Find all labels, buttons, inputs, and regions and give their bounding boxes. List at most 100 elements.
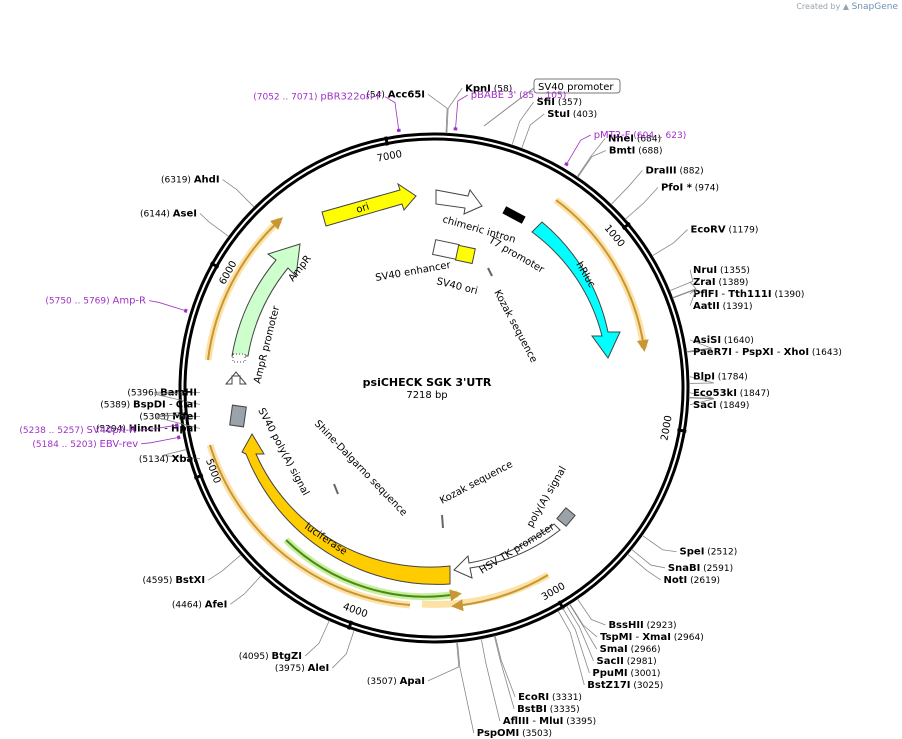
svg-text:BstBI (3335): BstBI (3335) [517, 704, 580, 715]
tick-7000 [384, 136, 389, 146]
site-alei[interactable]: (3975) AleI [275, 630, 355, 674]
svg-text:(5238 .. 5257) SV40pA-R: (5238 .. 5257) SV40pA-R [19, 425, 136, 436]
site-asei[interactable]: (6144) AseI [140, 208, 230, 237]
site-bstz17i[interactable]: BstZ17I (3025) [557, 610, 663, 691]
svg-text:BssHII (2923): BssHII (2923) [608, 620, 676, 631]
svg-text:NheI (684): NheI (684) [608, 133, 661, 144]
site-aatii[interactable]: AatII (1391) [672, 288, 753, 312]
features [224, 182, 621, 585]
site-ecorv[interactable]: EcoRV (1179) [651, 225, 758, 257]
site-tspmi[interactable]: TspMI - XmaI (2964) [569, 603, 704, 643]
feature-sv40-polya-box[interactable] [229, 404, 247, 428]
site-bspdi[interactable]: (5389) BspDI - ClaI [100, 393, 201, 410]
site-pspomi[interactable]: PspOMI (3503) [457, 641, 552, 739]
feature-ampr-promoter-arrow[interactable] [224, 371, 248, 385]
feature-shine-dalgarno-mark [333, 483, 339, 495]
site-eco53ki[interactable]: Eco53kI (1847) [688, 388, 770, 399]
primer-pbr322ori-f[interactable]: (7052 .. 7071) pBR322ori-F [253, 92, 401, 133]
svg-text:(5396) BamHI: (5396) BamHI [127, 387, 197, 398]
site-bmti[interactable]: BmtI (688) [577, 145, 663, 178]
site-bstxi[interactable]: (4595) BstXI [143, 554, 242, 586]
feature-ampr-arrow[interactable] [231, 243, 301, 357]
site-pfoi[interactable]: PfoI * (974) [624, 182, 719, 220]
site-acc65i[interactable]: (54) Acc65I [366, 89, 448, 134]
svg-text:PspOMI (3503): PspOMI (3503) [477, 728, 552, 739]
site-sfii[interactable]: SfiI (357) [511, 97, 582, 146]
svg-text:AflIII - MluI (3395): AflIII - MluI (3395) [503, 716, 596, 727]
primer-sites: pBABE 3' (85 .. 105) pMT2-F (604 .. 623) (… [19, 90, 686, 450]
feature-sv40-enhancer-box[interactable] [432, 239, 460, 260]
feature-luciferase-arrow[interactable] [241, 433, 451, 585]
site-hincii[interactable]: (5294) HincII - HpaI [96, 414, 201, 434]
site-nhei[interactable]: NheI (684) [576, 133, 661, 178]
site-spei[interactable]: SpeI (2512) [641, 534, 738, 558]
site-nrui[interactable]: NruI (1355) [669, 265, 750, 292]
svg-text:(5134) XbaI: (5134) XbaI [139, 454, 197, 465]
feature-t7-promoter-box[interactable] [502, 206, 526, 224]
sv40-promoter-label: SV40 promoter [538, 82, 614, 93]
svg-text:pMT2-F (604 .. 623): pMT2-F (604 .. 623) [594, 130, 687, 141]
snapgene-logo-icon: ▲ [842, 2, 850, 11]
site-paer7i[interactable]: PaeR7I - PspXI - XhoI (1643) [686, 347, 842, 358]
site-xbai[interactable]: (5134) XbaI [139, 449, 201, 465]
label-chimeric-intron: chimeric intron [441, 214, 517, 245]
plasmid-name: psiCHECK SGK 3'UTR [363, 376, 492, 389]
primer-ebv-rev[interactable]: (5184 .. 5203) EBV-rev [32, 435, 181, 450]
svg-text:PfoI * (974): PfoI * (974) [661, 182, 719, 193]
primer-pbabe-3[interactable]: pBABE 3' (85 .. 105) [453, 90, 567, 131]
site-asisi[interactable]: AsiSI (1640) [686, 335, 754, 353]
sv40-promoter-box [533, 78, 621, 94]
svg-text:(4095) BtgZI: (4095) BtgZI [239, 651, 302, 662]
site-snabi[interactable]: SnaBI (2591) [631, 548, 734, 574]
svg-text:(54) Acc65I: (54) Acc65I [366, 89, 425, 100]
feature-sv40-ori-box[interactable] [454, 244, 476, 265]
feature-kozak-1-mark [487, 267, 493, 277]
svg-text:(5294) HincII - HpaI: (5294) HincII - HpaI [96, 423, 197, 434]
feature-chimeric-intron-arrow[interactable] [435, 188, 483, 215]
feature-ori-arrow[interactable] [321, 182, 417, 227]
backbone-outer [178, 132, 690, 644]
svg-text:EcoRI (3331): EcoRI (3331) [518, 692, 582, 703]
feature-hrluc-arrow[interactable] [531, 221, 621, 359]
site-noti[interactable]: NotI (2619) [627, 553, 721, 586]
label-t7-promoter: T7 promoter [486, 235, 547, 276]
primer-amp-r[interactable]: (5750 .. 5769) Amp-R [45, 296, 188, 313]
tick-label-4000: 4000 [341, 602, 369, 621]
svg-text:SmaI (2966): SmaI (2966) [600, 644, 661, 655]
backbone-inner [183, 137, 685, 639]
site-ahdi[interactable]: (6319) AhdI [161, 175, 255, 208]
svg-text:(3507) ApaI: (3507) ApaI [367, 676, 425, 687]
site-blpi[interactable]: BlpI (1784) [688, 372, 748, 384]
svg-text:DraIII (882): DraIII (882) [645, 165, 703, 176]
site-afliii[interactable]: AflIII - MluI (3395) [480, 638, 596, 727]
site-stui[interactable]: StuI (403) [521, 109, 597, 149]
site-bstbi[interactable]: BstBI (3335) [493, 635, 580, 715]
svg-text:pBABE 3' (85 .. 105): pBABE 3' (85 .. 105) [471, 90, 567, 101]
site-smai[interactable]: SmaI (2966) [569, 603, 661, 655]
site-draiii[interactable]: DraIII (882) [610, 165, 704, 205]
primer-pmt2-f[interactable]: pMT2-F (604 .. 623) [564, 130, 687, 167]
svg-text:SpeI (2512): SpeI (2512) [680, 547, 738, 558]
primer-sv40pa-r[interactable]: (5238 .. 5257) SV40pA-R [19, 423, 179, 437]
site-apai[interactable]: (3507) ApaI [367, 641, 460, 687]
site-btgzi[interactable]: (4095) BtgZI [239, 620, 330, 663]
label-kozak-1: Kozak sequence [491, 288, 539, 364]
svg-text:BlpI (1784): BlpI (1784) [693, 372, 748, 383]
site-afei[interactable]: (4464) AfeI [172, 575, 262, 611]
site-bsshii[interactable]: BssHII (2923) [577, 598, 677, 631]
site-kpni[interactable]: KpnI (58) [446, 83, 512, 134]
svg-text:(3975) AleI: (3975) AleI [275, 663, 329, 674]
tick-5000 [193, 473, 204, 480]
tick-4000 [347, 620, 353, 630]
feature-polya-signal-box[interactable] [556, 507, 576, 527]
feature-hsv-tk-promoter-arrow[interactable] [453, 523, 561, 579]
site-bamhi[interactable]: (5396) BamHI [127, 387, 201, 398]
site-sacii[interactable]: SacII (2981) [566, 605, 657, 667]
sv40-promoter-callout[interactable]: SV40 promoter [483, 78, 621, 127]
svg-text:(7052 .. 7071) pBR322ori-F: (7052 .. 7071) pBR322ori-F [253, 92, 382, 103]
site-ecori[interactable]: EcoRI (3331) [494, 635, 582, 703]
site-ppumi[interactable]: PpuMI (3001) [562, 607, 661, 679]
site-saci[interactable]: SacI (1849) [688, 397, 750, 411]
svg-text:PpuMI (3001): PpuMI (3001) [592, 668, 660, 679]
svg-text:(5750 .. 5769) Amp-R: (5750 .. 5769) Amp-R [45, 296, 146, 307]
